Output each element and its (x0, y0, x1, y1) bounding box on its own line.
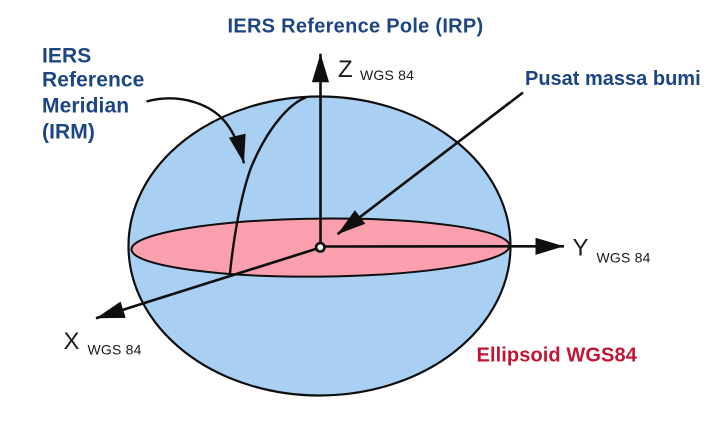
svg-text:Z: Z (338, 56, 353, 83)
svg-text:(IRM): (IRM) (42, 121, 95, 144)
svg-text:IERS: IERS (42, 45, 91, 68)
svg-text:Pusat massa bumi: Pusat massa bumi (525, 68, 701, 90)
svg-text:WGS 84: WGS 84 (360, 67, 414, 83)
svg-text:X: X (64, 328, 80, 355)
svg-text:Y: Y (573, 235, 589, 262)
svg-text:WGS 84: WGS 84 (88, 342, 142, 358)
svg-text:Ellipsoid WGS84: Ellipsoid WGS84 (477, 345, 638, 367)
svg-text:WGS 84: WGS 84 (597, 250, 651, 266)
svg-text:Reference: Reference (42, 69, 144, 92)
svg-text:IERS Reference Pole (IRP): IERS Reference Pole (IRP) (228, 16, 484, 38)
svg-text:Meridian: Meridian (42, 95, 129, 118)
